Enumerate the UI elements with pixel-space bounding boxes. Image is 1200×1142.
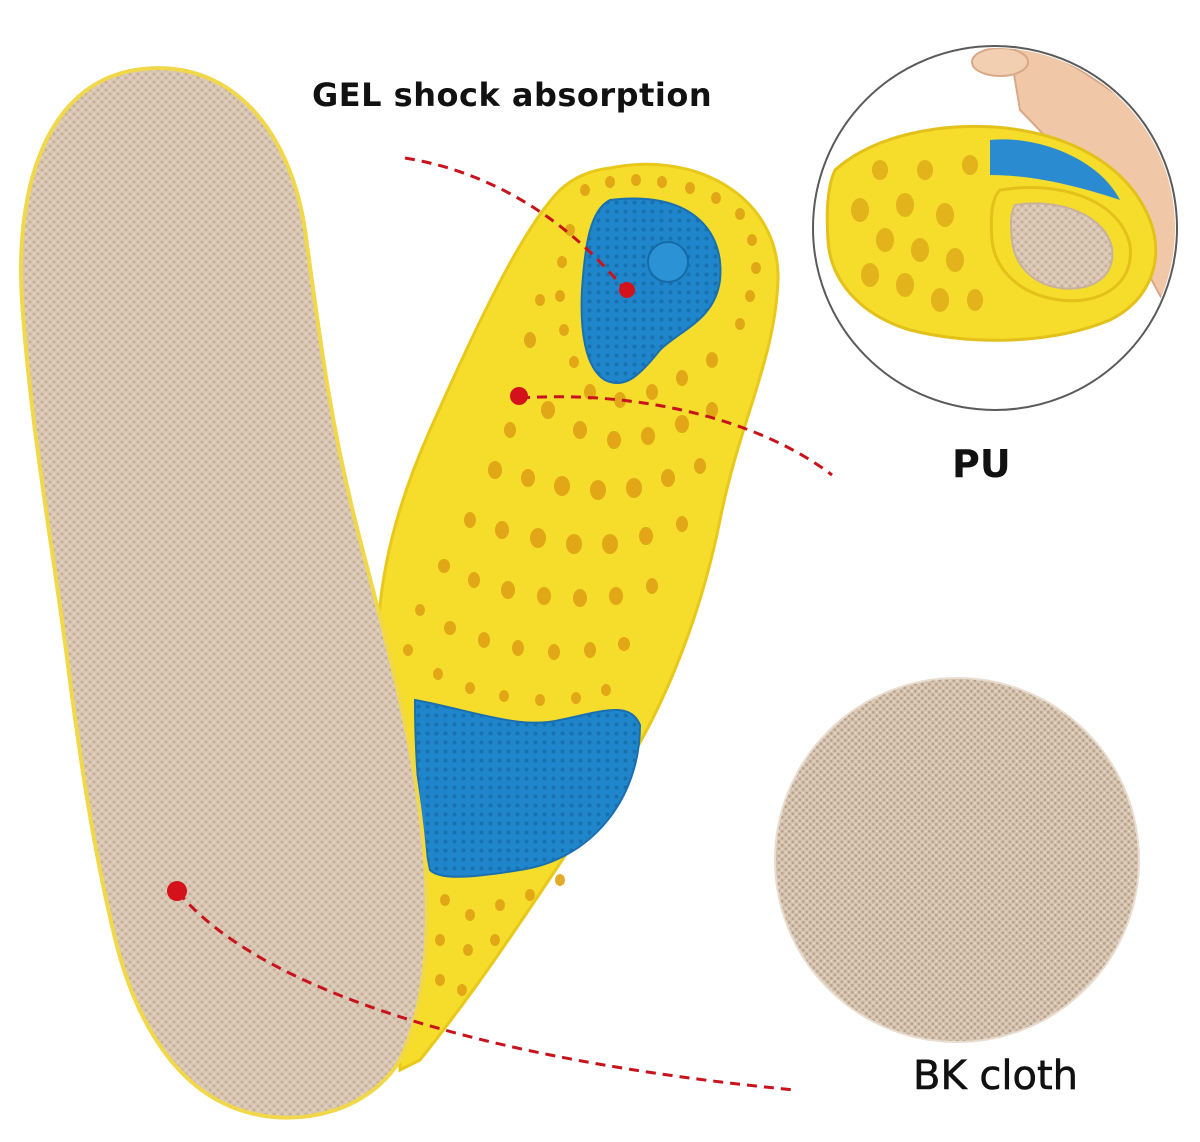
pu-marker-dot: [510, 387, 528, 405]
bk-cloth-label: BK cloth: [913, 1053, 1079, 1100]
pu-label: PU: [952, 442, 1011, 486]
cloth-marker-dot: [167, 881, 187, 901]
yellow-foam-insole: [375, 162, 780, 1073]
pu-callout-line: [519, 395, 833, 477]
cloth-callout-line: [176, 891, 796, 1092]
callout-markers: [167, 282, 635, 901]
cloth-swatch-circle: [774, 677, 1140, 1043]
gel-marker-dot: [619, 282, 635, 298]
gel-callout-line: [404, 156, 627, 291]
callout-lines: [176, 156, 833, 1092]
gel-shock-absorption-label: GEL shock absorption: [312, 76, 713, 114]
beige-cloth-insole: [19, 66, 429, 1120]
pu-detail-circle: [812, 45, 1178, 411]
